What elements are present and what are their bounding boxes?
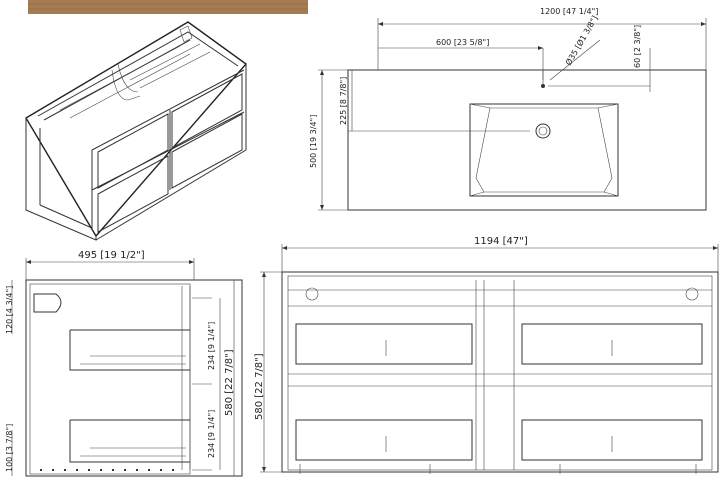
drawer-lower-height-label: 234 [9 1/4"] [207, 410, 216, 458]
top-depth-label: 500 [19 3/4"] [309, 115, 318, 168]
faucet-offset-label: 60 [2 3/8"] [633, 25, 642, 68]
faucet-hole-label: Ø35 [Ø1 3/8"] [563, 14, 600, 67]
drain-depth-label: 225 [8 7/8"] [339, 77, 348, 125]
isometric-cabinet-view [25, 21, 248, 241]
side-depth-label: 495 [19 1/2"] [78, 250, 145, 261]
hinge-plate-icon [33, 293, 62, 313]
side-height-label: 580 [22 7/8"] [224, 349, 235, 416]
side-top-gap-label: 120 [4 3/4"] [5, 286, 14, 334]
top-width-label: 1200 [47 1/4"] [540, 7, 598, 16]
wood-finish-swatch [28, 0, 308, 14]
top-center-label: 600 [23 5/8"] [436, 38, 489, 47]
front-width-label: 1194 [47"] [474, 236, 528, 247]
side-view-section [11, 258, 243, 477]
front-height-label: 580 [22 7/8"] [254, 353, 265, 420]
front-view-section [260, 244, 719, 474]
drawer-upper-height-label: 234 [9 1/4"] [207, 322, 216, 370]
top-view-countertop [318, 18, 707, 211]
hinge-left-icon [305, 287, 319, 301]
drain-icon [535, 123, 551, 139]
side-bottom-gap-label: 100 [3 7/8"] [5, 424, 14, 472]
hinge-right-icon [685, 287, 699, 301]
